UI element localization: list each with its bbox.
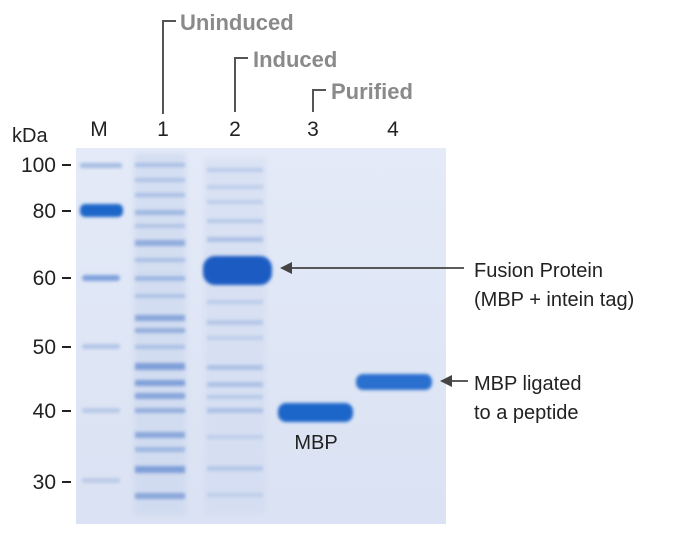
sample-label-purified: Purified xyxy=(331,79,413,104)
kda-unit-label: kDa xyxy=(12,125,48,147)
mbp-ligated-sublabel: to a peptide xyxy=(474,402,579,424)
marker-label-50: 50 xyxy=(33,336,56,359)
marker-ticks xyxy=(62,164,71,483)
lane-label-m: M xyxy=(90,118,108,141)
lane-label-4: 4 xyxy=(387,118,399,141)
mbp-label: MBP xyxy=(294,432,337,454)
fusion-protein-arrow xyxy=(280,262,464,274)
lane-m-bands xyxy=(80,163,123,483)
marker-label-40: 40 xyxy=(33,400,56,423)
sample-brackets xyxy=(162,20,326,114)
lane-2-bands xyxy=(203,158,272,514)
fusion-protein-sublabel: (MBP + intein tag) xyxy=(474,289,634,311)
marker-label-60: 60 xyxy=(33,267,56,290)
marker-label-80: 80 xyxy=(33,200,56,223)
lane-3-bands xyxy=(278,403,353,422)
mbp-ligated-arrow xyxy=(440,375,468,387)
lane-1-bands xyxy=(134,153,186,515)
lane-4-bands xyxy=(356,374,432,390)
sample-label-induced: Induced xyxy=(253,47,337,72)
lane-label-1: 1 xyxy=(157,118,169,141)
marker-label-100: 100 xyxy=(21,154,56,177)
marker-label-30: 30 xyxy=(33,471,56,494)
sample-label-uninduced: Uninduced xyxy=(180,10,294,35)
lane-label-3: 3 xyxy=(307,118,319,141)
lane-label-2: 2 xyxy=(229,118,241,141)
mbp-ligated-label: MBP ligated xyxy=(474,373,581,395)
fusion-protein-label: Fusion Protein xyxy=(474,260,603,282)
